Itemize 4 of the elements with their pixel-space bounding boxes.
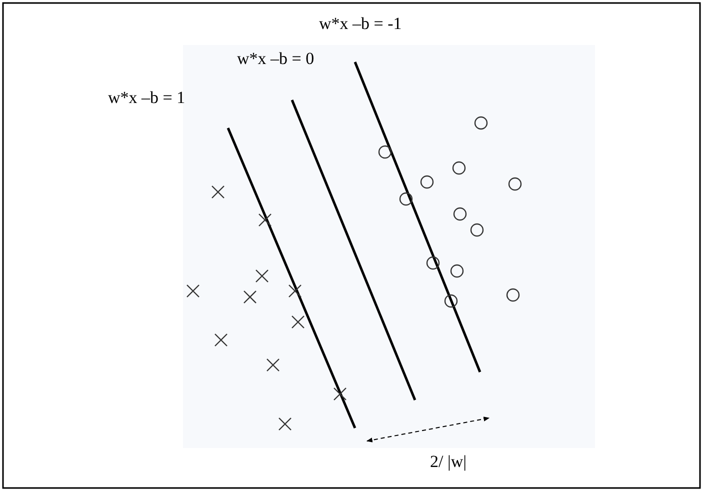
equation-label: w*x –b = 1 — [108, 88, 186, 108]
equation-label: w*x –b = -1 — [319, 14, 402, 34]
equation-label: w*x –b = 0 — [237, 49, 314, 69]
margin-label: 2/ |w| — [430, 452, 467, 472]
